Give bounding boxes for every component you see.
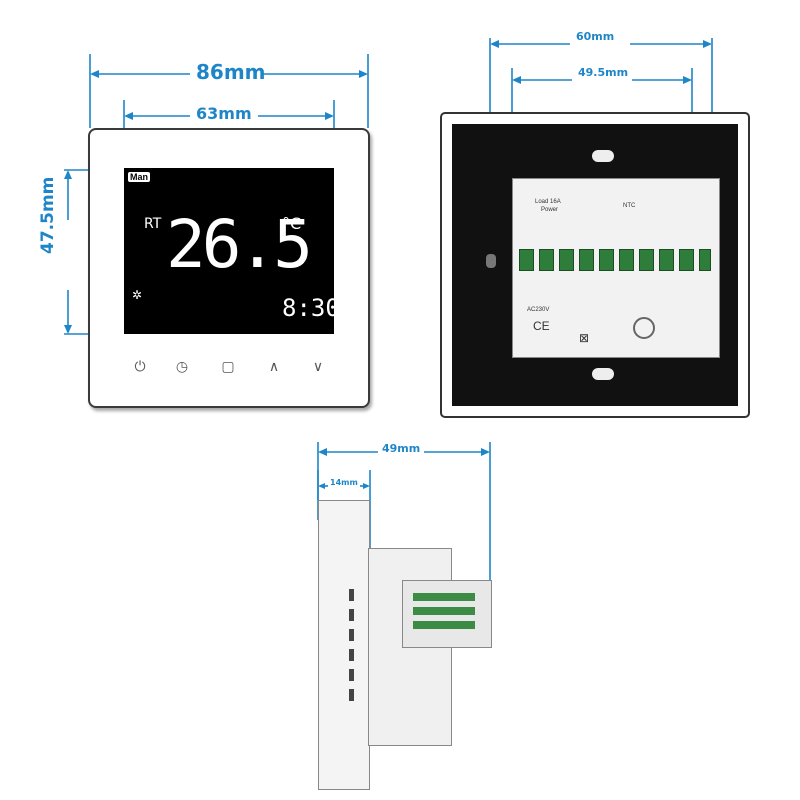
dim-label-47-5mm: 47.5mm [38,176,58,254]
vent-1 [349,589,354,601]
terminal-9 [679,249,694,271]
power-label: Power [541,207,559,213]
fan-icon: ✲ [132,288,143,302]
temperature-value: 26.5 [166,206,313,283]
terminal-1 [519,249,534,271]
dim-475-arrow-bottom [64,325,72,334]
vent-4 [349,649,354,661]
dim-label-49-5mm: 49.5mm [578,66,629,79]
terminal-10 [699,249,711,271]
clock-time: 8:30 [282,294,340,322]
dim-label-49mm: 49mm [382,442,421,455]
bottom-mount-slot [592,368,614,380]
left-screw-hole [486,254,496,268]
green-slot-3 [413,621,475,629]
rt-label: RT [144,216,162,232]
dim-475-arrow-top [64,170,72,179]
dim-label-60mm: 60mm [576,30,615,43]
terminal-8 [659,249,674,271]
down-button[interactable]: ∨ [312,359,324,375]
terminal-7 [639,249,654,271]
dim-86-arrow-left [90,70,99,78]
vent-3 [349,629,354,641]
vent-2 [349,609,354,621]
up-button[interactable]: ∧ [268,359,280,375]
side-connector [402,580,492,648]
reset-button[interactable] [633,317,655,339]
terminal-4 [579,249,594,271]
terminal-module: Load 16A Power NTC AC230V CE ⊠ [512,178,720,358]
terminal-6 [619,249,634,271]
green-slot-1 [413,593,475,601]
clock-button[interactable]: ◷ [175,359,189,375]
power-button[interactable]: ⏻ [134,359,146,375]
top-mount-slot [592,150,614,162]
sensor-label: NTC [623,203,636,209]
menu-button[interactable]: ▢ [221,359,235,375]
ce-mark: CE [533,319,550,333]
load-label: Load 16A [535,199,561,205]
vent-6 [349,689,354,701]
dim-86-arrow-right [359,70,368,78]
terminal-3 [559,249,574,271]
dim-63-arrow-right [325,112,334,120]
weee-icon: ⊠ [579,331,590,345]
temperature-unit: °C [282,214,302,233]
green-slot-2 [413,607,475,615]
terminal-5 [599,249,614,271]
dim-label-63mm: 63mm [196,104,252,123]
terminal-2 [539,249,554,271]
dim-label-14mm: 14mm [330,478,358,487]
voltage-label: AC230V [527,307,550,313]
lcd-display: Man RT 26.5 °C ✲ 8:30 [124,168,340,334]
vent-5 [349,669,354,681]
dim-label-86mm: 86mm [196,60,266,84]
side-front-face [318,500,370,790]
mode-badge: Man [128,172,150,182]
dim-63-arrow-left [124,112,133,120]
